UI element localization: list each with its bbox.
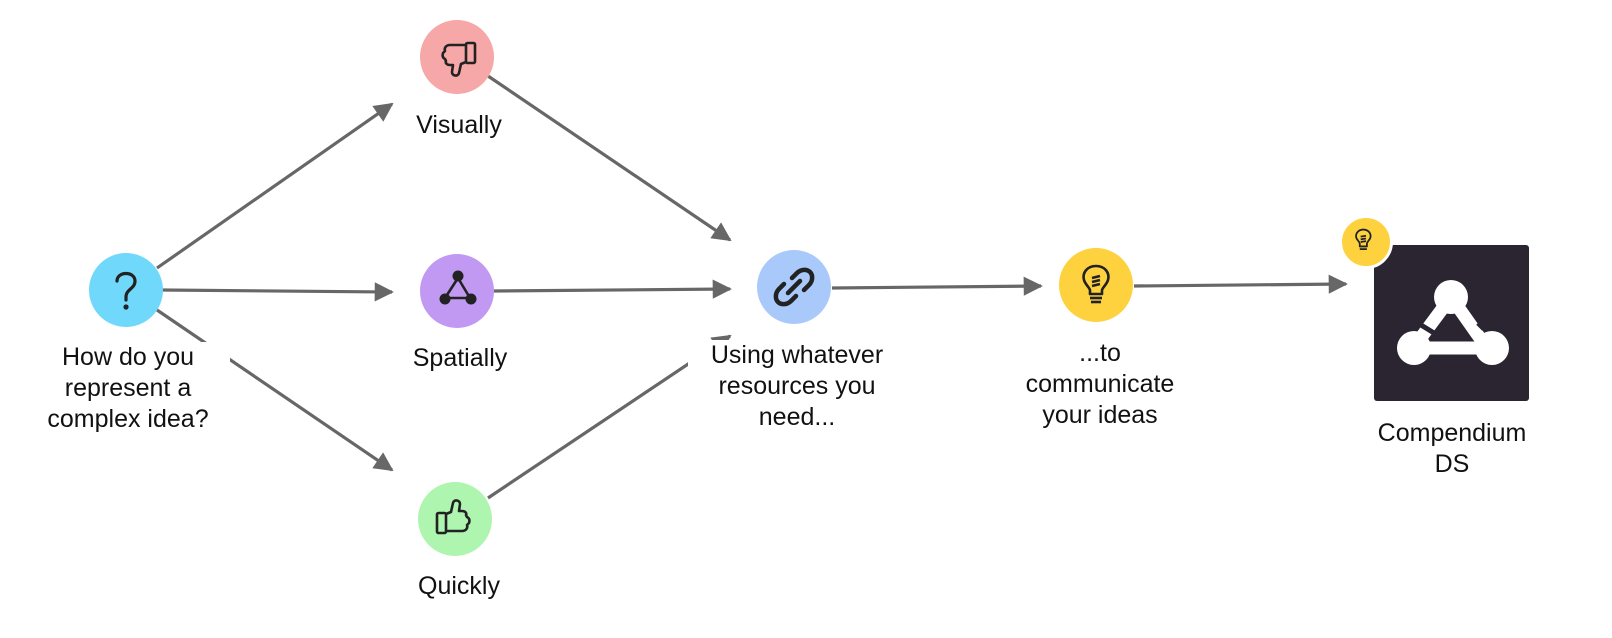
edge-visually-to-resources[interactable]: [487, 74, 732, 242]
lightbulb-icon: [1082, 264, 1110, 304]
edge-resources-to-communicate[interactable]: [831, 276, 1043, 296]
spatially-label: Spatially: [392, 343, 528, 374]
communicate-node[interactable]: [1059, 248, 1133, 322]
edge-spatially-to-resources[interactable]: [493, 279, 732, 299]
quickly-node[interactable]: [418, 482, 492, 556]
question-label: How do you represent a complex idea?: [26, 342, 230, 435]
map-icon: [439, 270, 477, 305]
question-node[interactable]: [89, 253, 163, 327]
thumbs-up-icon: [435, 499, 471, 535]
resources-node[interactable]: [757, 250, 831, 324]
edge-communicate-to-compendium[interactable]: [1133, 274, 1348, 294]
map-icon: [1397, 280, 1509, 365]
edge-question-to-spatially[interactable]: [161, 282, 394, 302]
spatially-node[interactable]: [420, 254, 494, 328]
compendium-map-node[interactable]: [1374, 245, 1529, 401]
thumbs-down-icon: [441, 41, 477, 77]
compendium-label: Compendium DS: [1357, 418, 1547, 480]
edge-question-to-quickly[interactable]: [156, 308, 394, 472]
lightbulb-icon: [1355, 228, 1372, 250]
resources-label: Using whatever resources you need...: [688, 340, 906, 433]
link-icon: [773, 267, 815, 307]
compendium-badge: [1339, 215, 1393, 269]
visually-label: Visually: [397, 110, 521, 141]
quickly-label: Quickly: [395, 571, 523, 602]
edge-question-to-visually[interactable]: [156, 102, 394, 270]
visually-node[interactable]: [420, 20, 494, 94]
question-icon: [115, 271, 137, 310]
communicate-label: ...to communicate your ideas: [1006, 338, 1194, 431]
